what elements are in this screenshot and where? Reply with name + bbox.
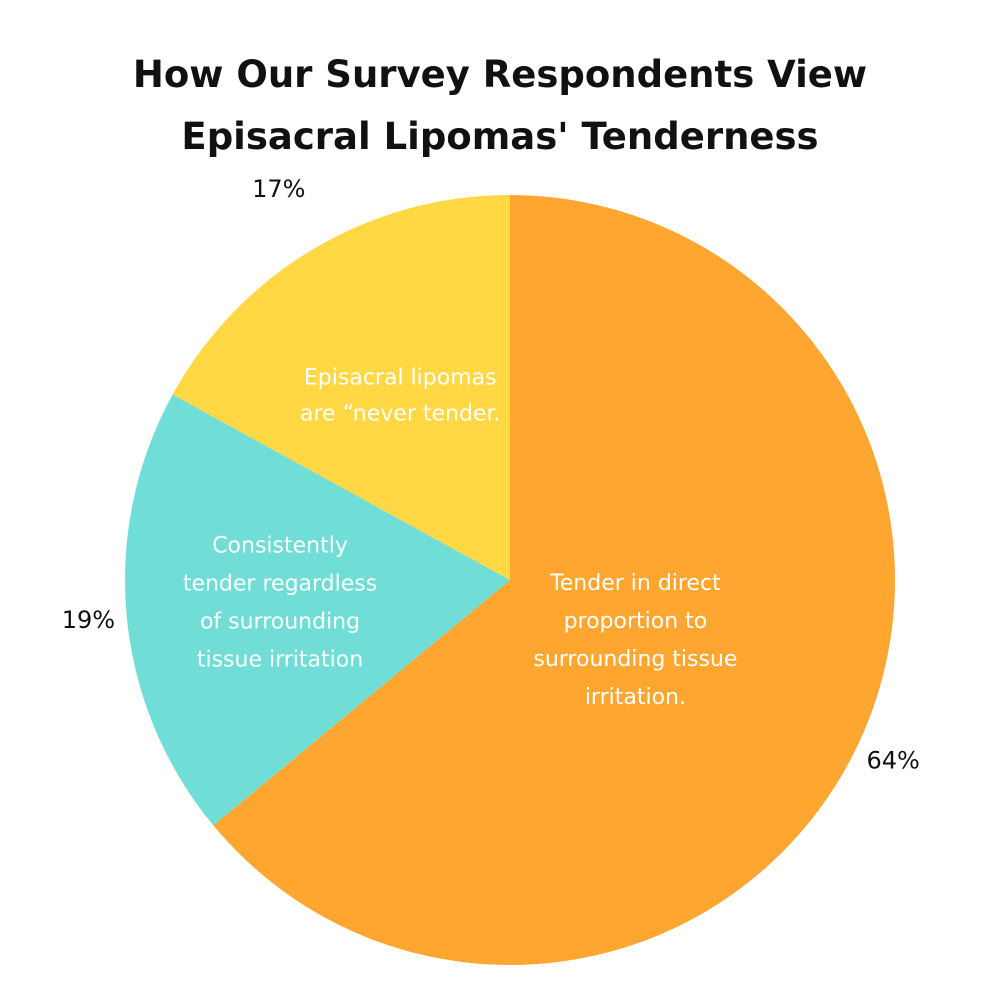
slice-label: Tender in direct proportion to surrounding… bbox=[533, 571, 737, 710]
slice-label-line: proportion to bbox=[564, 609, 708, 634]
percent-label: 19% bbox=[62, 606, 115, 634]
slice-label-line: Tender in direct bbox=[549, 571, 721, 596]
slice-label-line: Consistently bbox=[212, 534, 348, 559]
slice-label-line: Episacral lipomas bbox=[304, 365, 497, 390]
chart-title-line-1: How Our Survey Respondents View bbox=[132, 53, 868, 96]
chart-title: How Our Survey Respondents View Episacra… bbox=[0, 44, 1000, 168]
pie-slice-consistently-tender-regardless-of-surrounding-tissue-irritation bbox=[125, 394, 511, 826]
slice-label-line: irritation. bbox=[585, 685, 686, 710]
slice-label: Consistently tender regardless of surround… bbox=[183, 534, 377, 673]
percent-label: 64% bbox=[867, 746, 920, 774]
chart-title-line-2: Episacral Lipomas' Tenderness bbox=[181, 115, 819, 158]
pie-slice-episacral-lipomas-are-never-tender bbox=[172, 195, 510, 580]
slice-label-line: are “never tender. bbox=[300, 401, 500, 426]
slice-label-line: tender regardless bbox=[183, 572, 377, 597]
slice-label-line: tissue irritation bbox=[197, 648, 363, 673]
slice-label-line: of surrounding bbox=[200, 610, 360, 635]
percent-label: 17% bbox=[252, 175, 305, 203]
slice-label-line: surrounding tissue bbox=[533, 647, 737, 672]
slice-label: Episacral lipomas are “never tender. bbox=[300, 365, 500, 426]
pie-slice-tender-in-direct-proportion-to-surrounding-tissue-irritation bbox=[213, 195, 895, 965]
